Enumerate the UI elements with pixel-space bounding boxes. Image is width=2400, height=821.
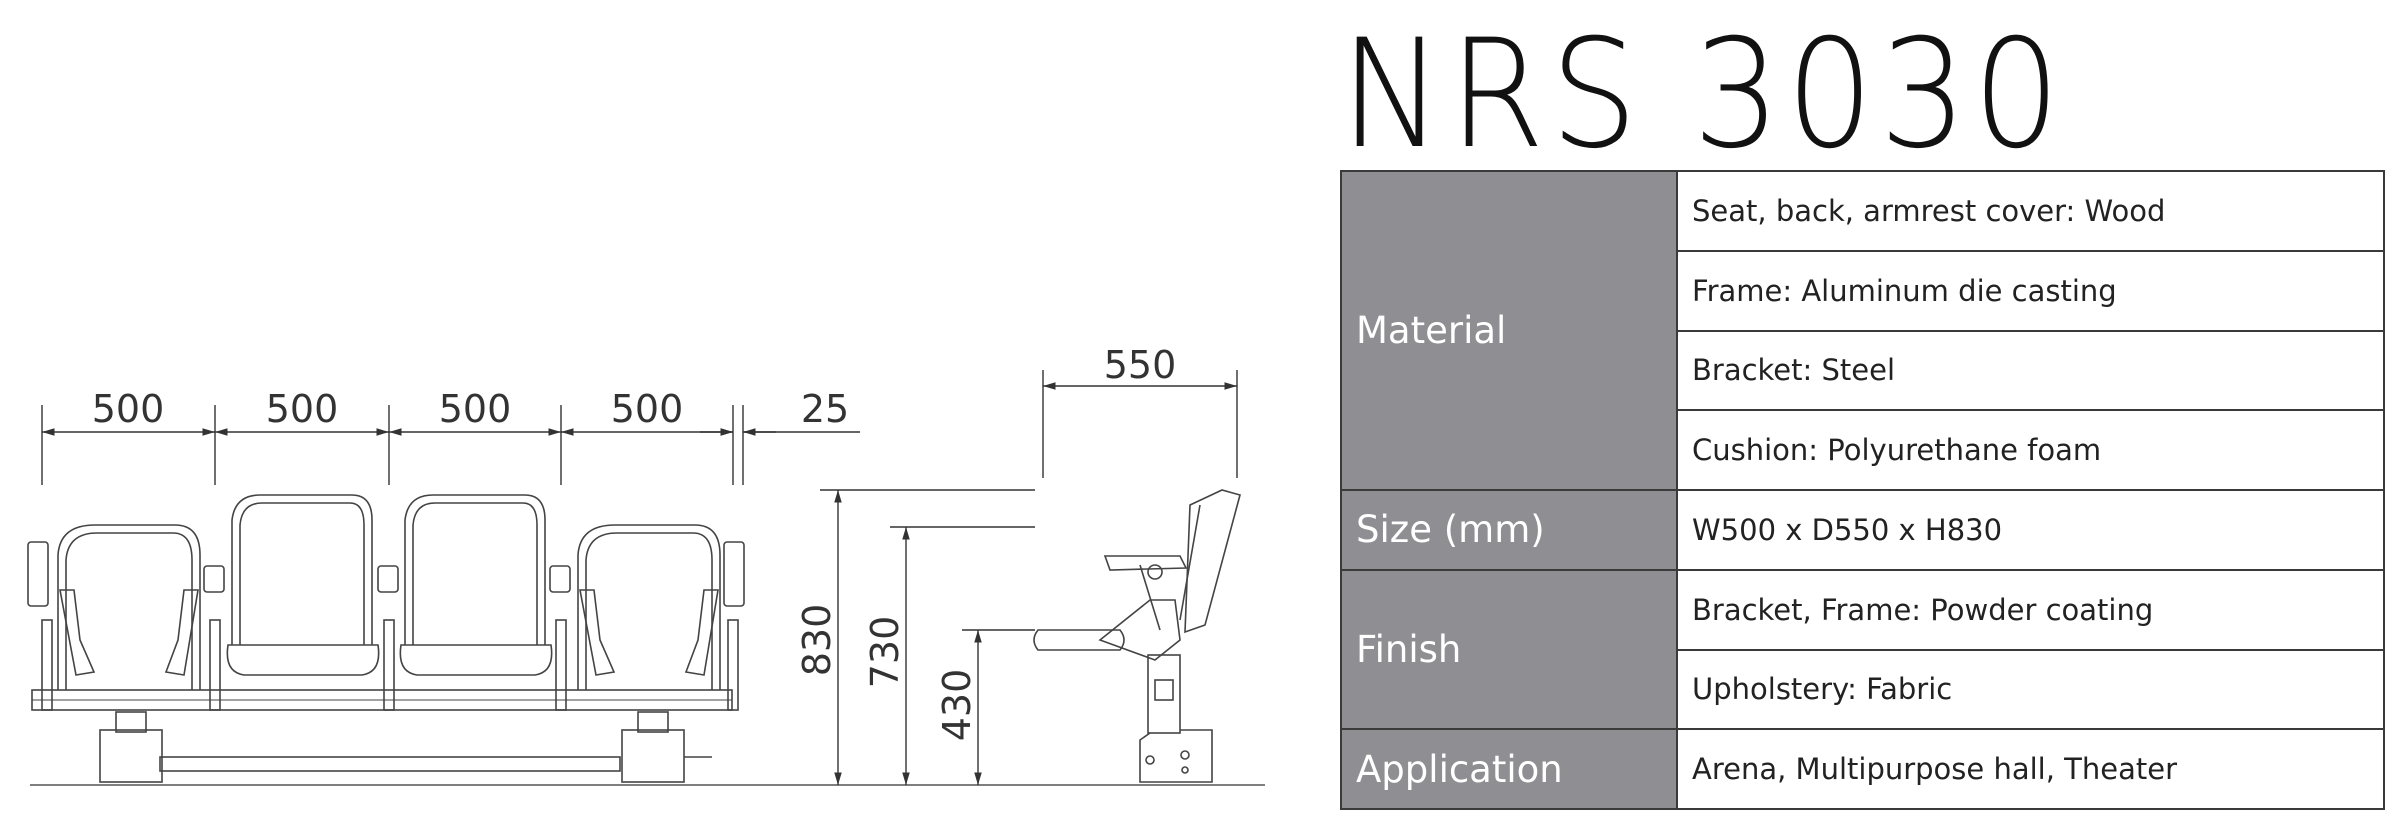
table-row: Finish Bracket, Frame: Powder coating <box>1340 568 2385 731</box>
table-row: Application Arena, Multipurpose hall, Th… <box>1340 728 2385 810</box>
side-view <box>1033 489 1241 783</box>
front-view <box>27 494 1265 786</box>
product-title: NRS 3030 <box>1340 8 2066 182</box>
table-row: Frame: Aluminum die casting <box>1341 249 2385 332</box>
category-finish: Finish <box>1340 568 1678 731</box>
spec-value: Upholstery: Fabric <box>1676 648 2385 731</box>
spec-value: Seat, back, armrest cover: Wood <box>1676 170 2385 252</box>
table-row: Size (mm) W500 x D550 x H830 <box>1340 489 2385 571</box>
spec-table: Material Seat, back, armrest cover: Wood… <box>1340 170 2385 810</box>
depth-label: 550 <box>1104 343 1177 387</box>
table-row: Material Seat, back, armrest cover: Wood <box>1340 170 2385 491</box>
width-label-4: 500 <box>611 387 684 431</box>
table-row: Bracket: Steel <box>1341 329 2385 412</box>
table-row: Cushion: Polyurethane foam <box>1341 409 2385 491</box>
category-application: Application <box>1340 728 1678 810</box>
height-label-430: 430 <box>935 669 979 742</box>
width-label-2: 500 <box>266 387 339 431</box>
spec-value: W500 x D550 x H830 <box>1676 489 2385 571</box>
category-size: Size (mm) <box>1340 489 1678 571</box>
gap-label: 25 <box>801 387 849 431</box>
height-label-830: 830 <box>795 604 839 677</box>
category-material: Material <box>1340 170 1678 491</box>
front-dimensions <box>41 405 860 485</box>
spec-value: Arena, Multipurpose hall, Theater <box>1676 728 2385 810</box>
spec-value: Bracket: Steel <box>1676 329 2385 412</box>
technical-drawing: 500 500 500 500 25 550 830 730 430 <box>27 343 1265 786</box>
width-label-1: 500 <box>92 387 165 431</box>
height-label-730: 730 <box>863 616 907 689</box>
table-row: Upholstery: Fabric <box>1341 648 2385 731</box>
spec-value: Frame: Aluminum die casting <box>1676 249 2385 332</box>
spec-value: Cushion: Polyurethane foam <box>1676 409 2385 491</box>
width-label-3: 500 <box>439 387 512 431</box>
side-dimensions <box>820 370 1238 785</box>
spec-value: Bracket, Frame: Powder coating <box>1676 568 2385 651</box>
